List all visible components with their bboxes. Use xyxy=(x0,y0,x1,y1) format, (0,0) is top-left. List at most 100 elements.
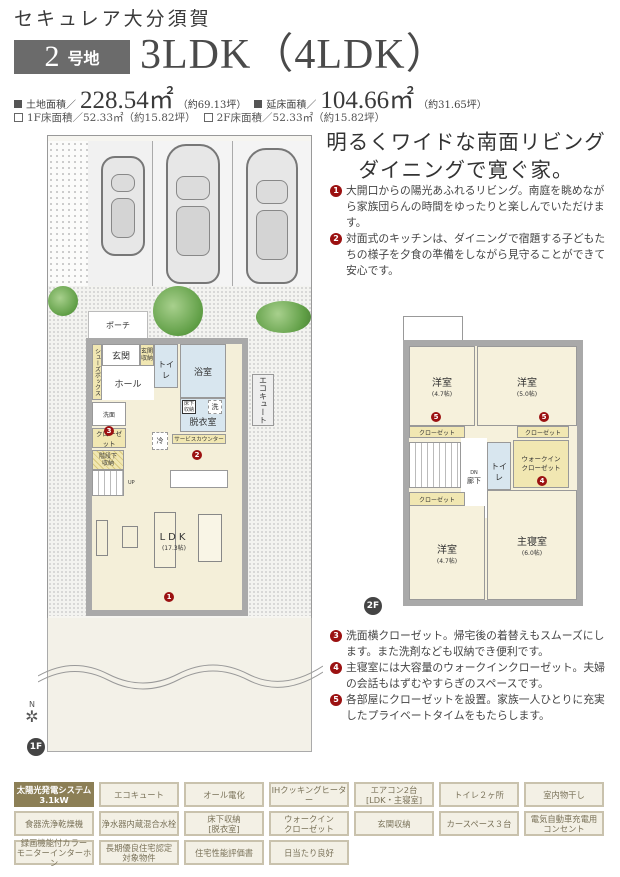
western-room-1: 洋室 (4.7帖) xyxy=(409,346,475,426)
floor-badge-2f: 2F xyxy=(364,597,382,615)
under-stairs-storage: 階段下 収納 xyxy=(92,450,124,470)
washer-space: 洗 xyxy=(208,400,222,414)
shoe-box: シューズボックス xyxy=(92,344,102,400)
porch: ポーチ xyxy=(88,311,148,341)
marker-1: 1 xyxy=(164,592,174,602)
western-room-3: 洋室 (4.7帖) xyxy=(409,506,485,600)
ecocute-unit: エコキュート xyxy=(252,374,274,426)
marker-3: 3 xyxy=(104,426,114,436)
equipment-tag: 食器洗浄乾燥機 xyxy=(14,811,94,836)
land-area-label: 土地面積／ xyxy=(26,100,76,111)
tree-icon xyxy=(256,301,311,333)
layout-title: 3LDK（4LDK） xyxy=(140,32,449,78)
lot-badge: 2 号地 xyxy=(14,40,130,74)
staircase-2f xyxy=(409,442,461,488)
tv-stand-icon xyxy=(96,520,108,556)
equipment-tag: 住宅性能評価書 xyxy=(184,840,264,865)
equipment-tag: 録画機能付カラー モニターインターホン xyxy=(14,838,94,868)
outline-square-icon xyxy=(203,113,213,122)
square-bullet-icon xyxy=(14,100,22,108)
sofa-icon xyxy=(154,512,176,568)
equipment-tag: オール電化 xyxy=(184,782,264,807)
equipment-grid: 太陽光発電システム 3.1kW エコキュート オール電化 IHクッキングヒーター… xyxy=(14,782,614,868)
kitchen-counter xyxy=(170,470,228,488)
equipment-tag: 電気自動車充電用 コンセント xyxy=(524,811,604,836)
floor2-area: 2F床面積／52.33㎡（約15.82坪） xyxy=(216,112,386,124)
floor1-site-plan: ポーチ エコキュート シューズボックス 玄関 玄関 収納 ホール トイレ 浴室 … xyxy=(47,135,312,620)
headline: 明るくワイドな南面リビング ダイニングで寛ぐ家。 xyxy=(326,130,606,182)
service-counter: サービスカウンター xyxy=(172,434,226,444)
car-icon xyxy=(101,156,145,256)
toilet-2f: トイレ xyxy=(487,442,511,490)
ecocute-label: エコキュート xyxy=(258,376,268,424)
staircase xyxy=(92,470,124,496)
floor-area-label: 延床面積／ xyxy=(266,100,317,111)
entrance-storage: 玄関 収納 xyxy=(140,344,154,366)
up-label: UP xyxy=(128,480,135,486)
land-area-value: 228.54㎡ xyxy=(80,87,174,114)
equipment-tag: 室内物干し xyxy=(524,782,604,807)
floor-area-value: 104.66㎡ xyxy=(320,87,415,114)
equipment-tag: 太陽光発電システム 3.1kW xyxy=(14,782,94,807)
tree-icon xyxy=(48,286,78,316)
equipment-tag: エアコン2台 [LDK・主寝室] xyxy=(354,782,434,807)
hall: ホール xyxy=(102,366,154,400)
closet-2f-1: クローゼット xyxy=(409,426,465,438)
ldk-label: LDK (17.3帖) xyxy=(159,532,189,552)
marker-5: 5 xyxy=(539,412,549,422)
balcony xyxy=(403,316,463,342)
side-gravel-left xyxy=(48,338,86,616)
project-name: セキュレア大分須賀 xyxy=(14,8,212,30)
closet-2f-2: クローゼット xyxy=(517,426,569,438)
floor-area-tsubo: （約31.65坪） xyxy=(418,100,487,111)
marker-2: 2 xyxy=(192,450,202,460)
house-1f: シューズボックス 玄関 玄関 収納 ホール トイレ 浴室 洗面 脱衣室 床下 収… xyxy=(86,338,248,616)
fridge-space: 冷 xyxy=(152,432,168,450)
equipment-tag: 長期優良住宅認定 対象物件 xyxy=(99,840,179,865)
equipment-tag: カースペース３台 xyxy=(439,811,519,836)
equipment-tag: ウォークイン クローゼット xyxy=(269,811,349,836)
tree-icon xyxy=(153,286,203,336)
washbasin: 洗面 xyxy=(92,402,126,426)
bathroom: 浴室 xyxy=(180,344,226,398)
equipment-tag: IHクッキングヒーター xyxy=(269,782,349,807)
entrance: 玄関 xyxy=(102,344,140,366)
area-summary: 土地面積／ 228.54㎡ （約69.13坪） 延床面積／ 104.66㎡ （約… xyxy=(14,80,487,116)
closet-2f-3: クローゼット xyxy=(409,492,465,506)
underfloor-storage: 床下 収納 xyxy=(182,400,196,414)
car-icon xyxy=(246,148,298,284)
equipment-tag: 浄水器内蔵混合水栓 xyxy=(99,811,179,836)
equipment-tag: トイレ２ヶ所 xyxy=(439,782,519,807)
floor-badge-1f: 1F xyxy=(27,738,45,756)
outline-square-icon xyxy=(14,113,23,122)
garden-extension xyxy=(38,618,323,752)
lot-number: 2 xyxy=(44,40,60,73)
compass-icon: N ✲ xyxy=(25,700,39,726)
toilet-1f: トイレ xyxy=(154,344,178,388)
master-bedroom: 主寝室 (6.0帖) xyxy=(487,490,577,600)
equipment-tag: 日当たり良好 xyxy=(269,840,349,865)
western-room-2: 洋室 (5.0帖) xyxy=(477,346,577,426)
stone-paving xyxy=(48,141,88,291)
wave-break-icon xyxy=(38,664,323,690)
marker-4: 4 xyxy=(537,476,547,486)
square-bullet-icon xyxy=(254,100,263,108)
car-icon xyxy=(166,144,220,284)
equipment-tag: 床下収納 [脱衣室] xyxy=(184,811,264,836)
marker-5: 5 xyxy=(431,412,441,422)
floor-area-detail: 1F床面積／52.33㎡（約15.82坪） 2F床面積／52.33㎡（約15.8… xyxy=(14,110,385,125)
dining-table-icon xyxy=(198,514,222,562)
floor2-plan: 洋室 (4.7帖) 洋室 (5.0帖) クローゼット クローゼット 5 5 DN… xyxy=(403,340,583,606)
porch-label: ポーチ xyxy=(106,321,130,330)
equipment-tag: エコキュート xyxy=(99,782,179,807)
lot-label: 号地 xyxy=(67,49,100,68)
corridor: DN 廊下 xyxy=(461,438,487,518)
land-area-tsubo: （約69.13坪） xyxy=(177,100,247,111)
